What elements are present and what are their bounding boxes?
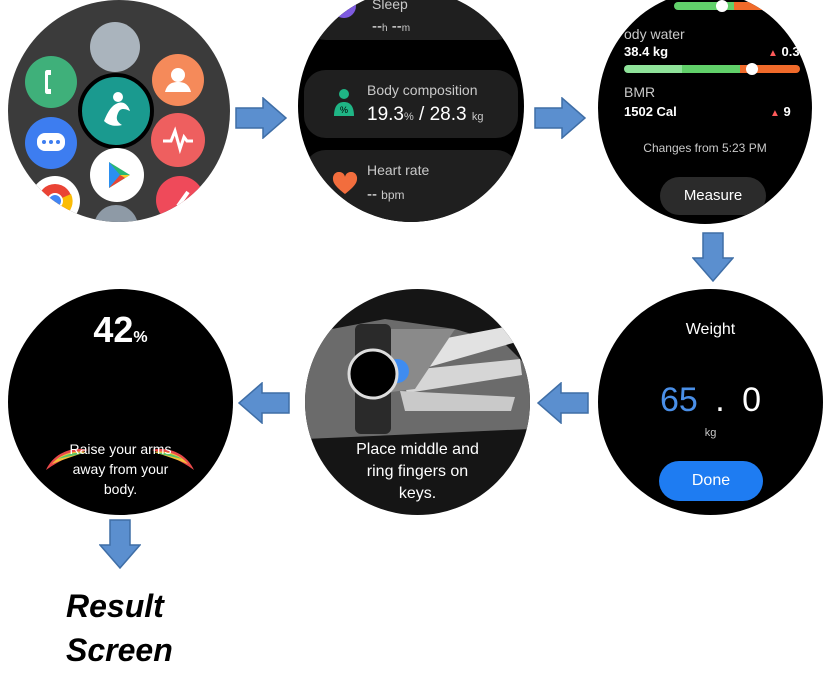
body-composition-values: 19.3% / 28.3 kg: [367, 104, 484, 126]
flow-arrow-right: [235, 97, 287, 139]
increase-arrow-icon: ▲: [770, 108, 780, 119]
muscle-mass-unit: kg: [471, 111, 484, 123]
gallery-app-icon[interactable]: [156, 176, 204, 222]
heart-rate-card[interactable]: Heart rate -- bpm: [304, 150, 518, 222]
done-button[interactable]: Done: [659, 461, 763, 501]
weight-unit: kg: [704, 427, 717, 439]
heart-rate-value: -- bpm: [367, 186, 405, 203]
weight-decimal[interactable]: 0: [742, 381, 762, 419]
health-pulse-app-icon[interactable]: [151, 113, 205, 167]
bmr-change-value: 9: [783, 104, 791, 119]
body-water-label: ody water: [624, 26, 685, 42]
weight-title: Weight: [685, 321, 736, 338]
changes-from-text: Changes from 5:23 PM: [643, 141, 767, 155]
heart-rate-label: Heart rate: [367, 162, 430, 178]
progress-percentage: 42%: [8, 309, 233, 351]
body-composition-card[interactable]: % Body composition 19.3% / 28.3 kg: [304, 70, 518, 138]
heart-rate-number: --: [367, 186, 377, 203]
sleep-card[interactable]: Sleep --h --m: [304, 0, 518, 40]
heart-rate-unit: bpm: [381, 188, 405, 202]
watch-screen-body-composition-detail: ody water 38.4 kg ▲ 0.3 BMR 1502 Cal ▲ 9…: [598, 0, 812, 224]
bmr-change: ▲ 9: [770, 104, 791, 119]
finger-instruction-line: ring fingers on: [366, 463, 469, 480]
watch-screen-weight-input: Weight 65 . 0 kg Done: [598, 289, 823, 515]
arms-instruction: Raise your arms away from your body.: [8, 439, 233, 499]
top-app-icon[interactable]: [90, 22, 140, 72]
watch-screen-finger-placement: Place middle and ring fingers on keys.: [305, 289, 530, 515]
body-fat-value: 19.3: [367, 104, 404, 125]
result-label-line: Result: [66, 588, 164, 624]
finger-instruction-line: Place middle and: [356, 441, 479, 458]
body-fat-unit: %: [403, 111, 414, 123]
body-water-marker: [746, 63, 759, 75]
samsung-health-app-icon[interactable]: [78, 73, 154, 149]
watch-screen-app-grid: [8, 0, 230, 222]
body-water-value: 38.4 kg: [624, 44, 669, 59]
weight-decimal-point: .: [715, 381, 725, 419]
finger-instruction: Place middle and ring fingers on keys.: [305, 439, 530, 505]
bmr-label: BMR: [624, 84, 656, 100]
watch-screen-health-list: Sleep --h --m % Body composition 19.3% /…: [298, 0, 524, 222]
left-arm-icon: [46, 448, 88, 470]
bmr-value: 1502 Cal: [624, 104, 677, 119]
muscle-mass-value: 28.3: [429, 104, 467, 125]
hand-illustration: [305, 319, 530, 439]
arms-instruction-line: Raise your arms: [69, 441, 172, 457]
weight-value: 65 . 0: [598, 381, 823, 420]
sleep-minutes-unit: m: [401, 23, 411, 34]
sleep-icon: [332, 0, 356, 18]
body-water-change: ▲ 0.3: [768, 44, 800, 59]
body-composition-label: Body composition: [367, 82, 478, 98]
sleep-hours: --: [372, 18, 382, 35]
arms-instruction-line: body.: [103, 481, 138, 497]
result-label-line: Screen: [66, 632, 173, 668]
sleep-value: --h --m: [372, 18, 410, 35]
settings-app-icon[interactable]: [94, 205, 138, 222]
heart-icon: [332, 171, 358, 201]
finger-instruction-line: keys.: [398, 485, 437, 502]
arms-instruction-line: away from your: [72, 461, 169, 477]
svg-text:%: %: [340, 105, 348, 115]
measure-button[interactable]: Measure: [660, 177, 766, 215]
sleep-hours-unit: h: [382, 23, 388, 34]
value-separator: /: [419, 104, 425, 125]
flow-arrow-left: [537, 382, 589, 424]
progress-unit: %: [133, 329, 148, 346]
contacts-app-icon[interactable]: [152, 54, 204, 106]
messages-app-icon[interactable]: [25, 117, 77, 169]
result-screen-label: Result Screen: [66, 584, 173, 672]
progress-value: 42: [93, 309, 134, 350]
sleep-minutes: --: [391, 18, 402, 35]
flow-arrow-right: [534, 97, 586, 139]
watch-screen-measuring-progress: 42% Raise your arms away from your body.: [8, 289, 233, 515]
body-composition-icon: %: [332, 88, 356, 123]
flow-arrow-down: [692, 232, 734, 282]
body-water-range-bar: [624, 65, 800, 73]
flow-arrow-left: [238, 382, 290, 424]
play-store-app-icon[interactable]: [90, 148, 144, 202]
body-water-change-value: 0.3: [781, 44, 800, 59]
chrome-app-icon[interactable]: [30, 176, 80, 222]
increase-arrow-icon: ▲: [768, 48, 778, 59]
phone-app-icon[interactable]: [25, 56, 77, 108]
right-arm-icon: [152, 448, 194, 470]
flow-arrow-down: [99, 519, 141, 569]
top-range-marker: [716, 0, 728, 12]
weight-integer[interactable]: 65: [659, 381, 698, 419]
sleep-label: Sleep: [372, 0, 408, 12]
